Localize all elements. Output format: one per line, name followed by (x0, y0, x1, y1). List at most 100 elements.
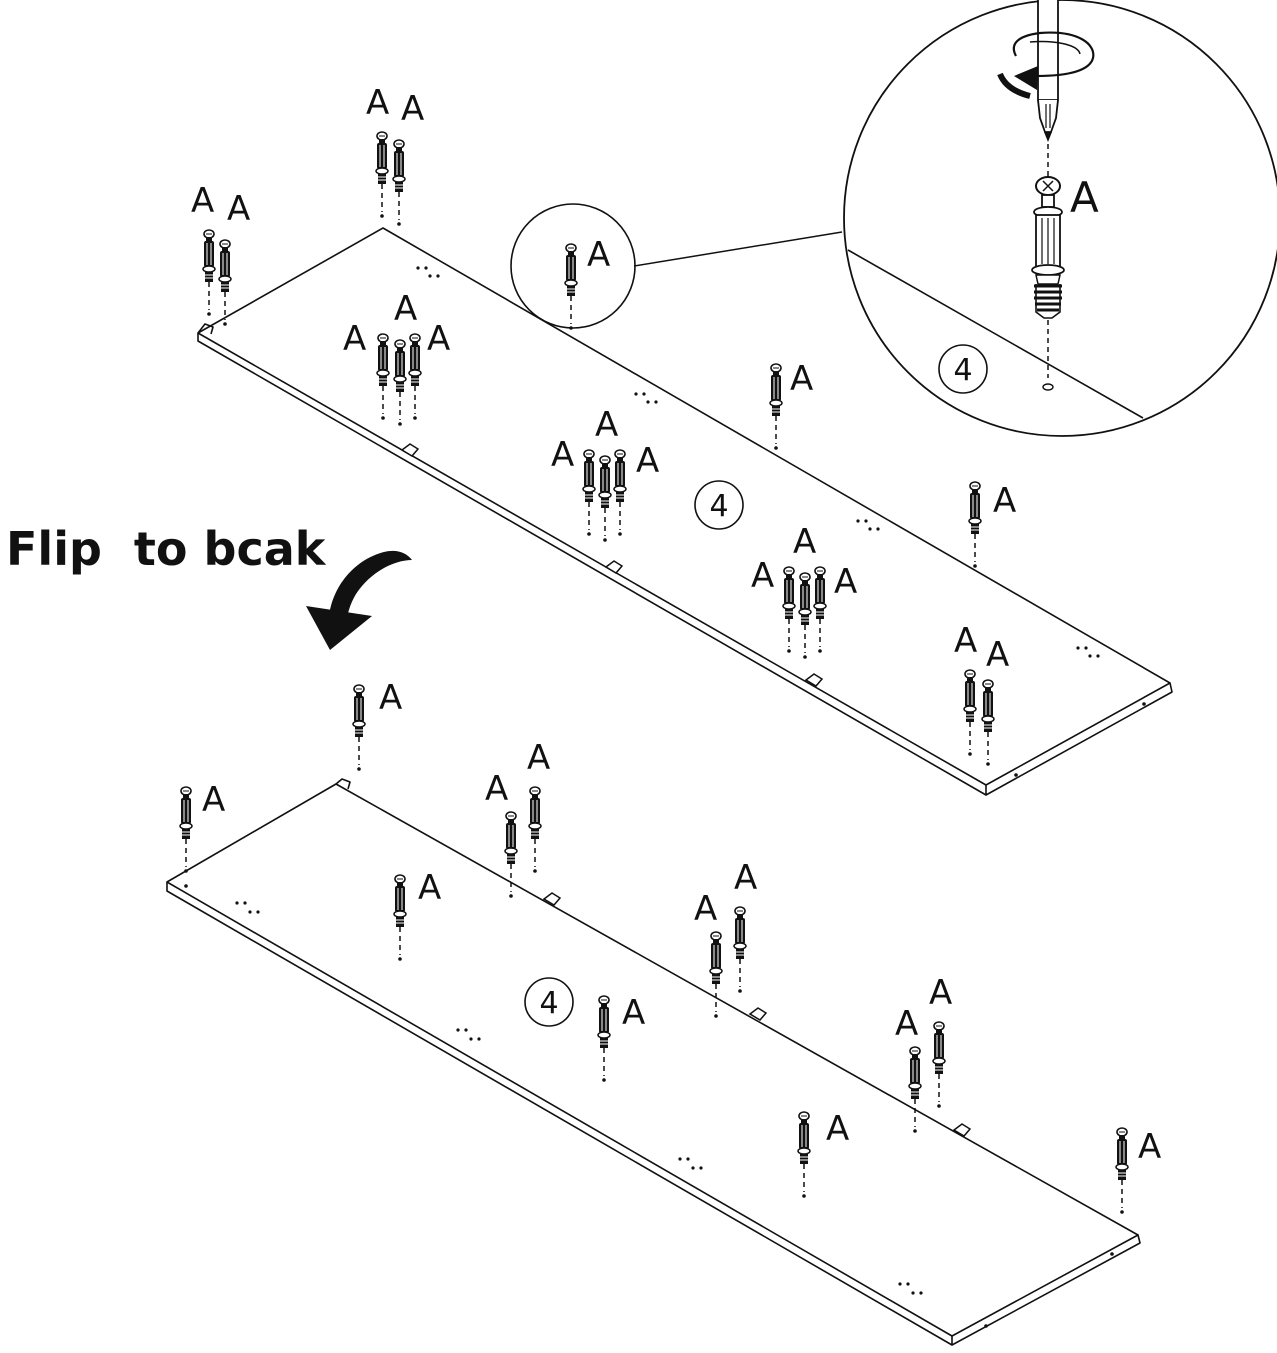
cam-dowel-24: A (597, 993, 645, 1082)
cam-dowel-14: A (751, 556, 796, 653)
part-label-a: A (929, 973, 952, 1013)
lower-panel-joint-1 (542, 892, 562, 906)
cam-dowel-icon (375, 131, 389, 213)
part-label-a: A (986, 635, 1009, 675)
part-label-a: A (379, 678, 402, 718)
drill-hole (618, 532, 622, 536)
part-label-a: A (427, 319, 450, 359)
cam-dowel-icon (968, 481, 982, 563)
lower-panel-joint-3 (952, 1123, 972, 1137)
drill-hole (380, 214, 384, 218)
lower-step-circle (524, 977, 574, 1027)
cam-dowel-16: A (813, 562, 857, 653)
drill-hole (413, 416, 417, 420)
part-label-a: A (751, 556, 774, 596)
detail-step-number: 4 (953, 353, 972, 388)
drill-hole (398, 957, 402, 961)
cam-dowel-21: A (393, 868, 441, 961)
cam-dowel-17: A (954, 621, 977, 756)
part-label-a: A (954, 621, 977, 661)
lower-panel-shelf-pin-holes (184, 884, 1114, 1328)
drill-hole (207, 312, 211, 316)
drill-hole (802, 1194, 806, 1198)
cam-dowel-5: A (564, 235, 610, 330)
upper-panel-joint-2 (604, 560, 624, 574)
cam-dowel-22: A (485, 769, 518, 898)
part-label-a: A (366, 83, 389, 123)
upper-step-circle (694, 480, 744, 530)
part-label-a: A (191, 181, 214, 221)
upper-step-number: 4 (709, 489, 728, 524)
drill-hole (803, 655, 807, 659)
part-label-a: A (485, 769, 508, 809)
drill-hole (968, 752, 972, 756)
cam-dowel-icon (179, 786, 193, 868)
drill-hole (603, 538, 607, 542)
drill-hole (357, 767, 361, 771)
cam-dowel-icon (218, 239, 232, 321)
part-label-a: A (834, 562, 857, 602)
drill-hole (184, 869, 188, 873)
part-label-a: A (622, 993, 645, 1033)
cam-dowel-11: A (595, 405, 618, 542)
cam-dowel-icon (564, 243, 578, 325)
part-label-a: A (551, 435, 574, 475)
drill-hole (533, 869, 537, 873)
cam-dowel-2: A (392, 89, 424, 226)
part-label-a: A (527, 738, 550, 778)
cam-dowel-29: A (797, 1109, 849, 1198)
drill-hole (223, 322, 227, 326)
drill-hole (913, 1129, 917, 1133)
drill-hole (587, 532, 591, 536)
part-label-a: A (636, 441, 659, 481)
cam-dowel-12: A (613, 441, 659, 536)
drill-hole (818, 649, 822, 653)
drill-hole (509, 894, 513, 898)
cam-dowel-3: A (191, 181, 216, 316)
cam-dowel-icon (392, 139, 406, 221)
cam-dowel-23: A (527, 738, 550, 873)
part-label-a: A (394, 289, 417, 329)
part-label-a: A (595, 405, 618, 445)
upper-panel (197, 227, 1173, 796)
drill-hole (397, 222, 401, 226)
detail-part-label: A (1070, 173, 1099, 222)
cam-dowel-13: A (968, 481, 1016, 568)
part-label-a: A (401, 89, 424, 129)
part-label-a: A (734, 858, 757, 898)
upper-panel-shelf-pin-holes (416, 266, 1146, 777)
drill-hole (381, 416, 385, 420)
drill-hole (986, 762, 990, 766)
lower-panel (166, 778, 1141, 1346)
cam-dowel-25: A (694, 889, 723, 1018)
drill-hole (569, 326, 573, 330)
cam-dowel-icon (733, 906, 747, 988)
detail-magnifier: A 4 (843, 0, 1277, 437)
detail-step-circle (938, 344, 988, 394)
drill-hole (602, 1078, 606, 1082)
cam-dowel-15: A (793, 522, 816, 659)
cam-dowel-30: A (1115, 1127, 1161, 1214)
drill-hole (787, 649, 791, 653)
cam-dowel-icon (769, 363, 783, 445)
cam-dowel-8: A (408, 319, 450, 420)
part-label-a: A (418, 868, 441, 908)
cam-dowel-icon (352, 684, 366, 766)
drill-hole (1120, 1210, 1124, 1214)
part-label-a: A (694, 889, 717, 929)
drill-hole (398, 422, 402, 426)
callout-leader-line (633, 231, 843, 267)
cam-dowel-large-icon (1031, 176, 1065, 391)
lower-step-number: 4 (539, 986, 558, 1021)
cam-dowel-icon (528, 786, 542, 868)
drill-hole (714, 1014, 718, 1018)
cam-dowel-18: A (981, 635, 1009, 766)
cam-dowel-27: A (895, 1004, 922, 1133)
part-label-a: A (993, 481, 1016, 521)
part-label-a: A (790, 359, 813, 399)
cam-dowel-9: A (769, 359, 813, 450)
drill-hole (937, 1104, 941, 1108)
